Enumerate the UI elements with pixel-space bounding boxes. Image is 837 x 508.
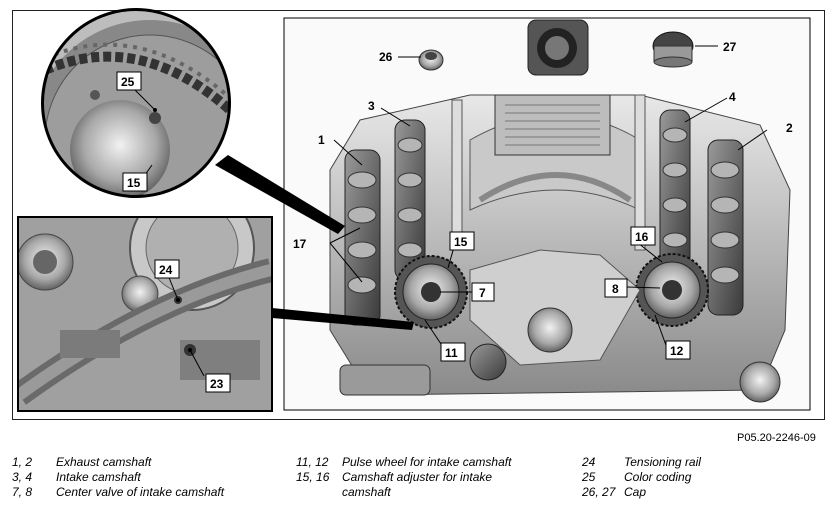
svg-text:7: 7 — [479, 286, 486, 300]
svg-text:8: 8 — [612, 282, 619, 296]
circle-inset-pointer — [215, 155, 345, 234]
callout-15-main: 15 — [449, 231, 475, 251]
callout-8: 8 — [604, 278, 628, 298]
callout-24: 24 — [154, 259, 180, 279]
svg-text:11: 11 — [445, 346, 458, 360]
svg-text:16: 16 — [635, 230, 649, 244]
camshaft-adjuster-left — [394, 255, 468, 329]
svg-text:25: 25 — [121, 75, 135, 89]
cap-26 — [418, 49, 444, 71]
left-camshafts — [344, 119, 426, 326]
svg-text:15: 15 — [127, 176, 141, 190]
svg-text:24: 24 — [159, 263, 173, 277]
callout-4: 4 — [729, 90, 736, 104]
svg-text:23: 23 — [210, 377, 224, 391]
svg-text:12: 12 — [670, 344, 684, 358]
callout-16: 16 — [630, 226, 656, 246]
leader-lines — [130, 45, 768, 377]
engine-photo — [283, 17, 811, 411]
rect-inset-pointer — [272, 308, 414, 330]
svg-text:15: 15 — [454, 235, 468, 249]
callout-15-detail: 15 — [122, 172, 148, 192]
callout-12: 12 — [665, 340, 691, 360]
camshaft-adjuster-right — [635, 253, 709, 327]
callout-17: 17 — [293, 237, 307, 251]
callout-25: 25 — [116, 71, 142, 91]
figure-reference: P05.20-2246-09 — [737, 432, 816, 444]
rect-detail-inset — [17, 216, 273, 412]
control-unit — [494, 94, 611, 156]
callout-3: 3 — [368, 99, 375, 113]
right-camshafts — [659, 109, 744, 316]
cap-27 — [652, 31, 694, 68]
engine-diagram: 1 2 3 4 17 26 27 7 8 11 12 15 16 25 15 2… — [17, 8, 811, 412]
callout-26: 26 — [379, 50, 393, 64]
throttle-body — [527, 19, 589, 76]
callout-1: 1 — [318, 133, 325, 147]
callout-11: 11 — [440, 342, 466, 362]
callout-2: 2 — [786, 121, 793, 135]
callout-7: 7 — [471, 282, 495, 302]
callout-23: 23 — [205, 373, 231, 393]
callout-27: 27 — [723, 40, 737, 54]
leader-dots — [153, 108, 192, 352]
